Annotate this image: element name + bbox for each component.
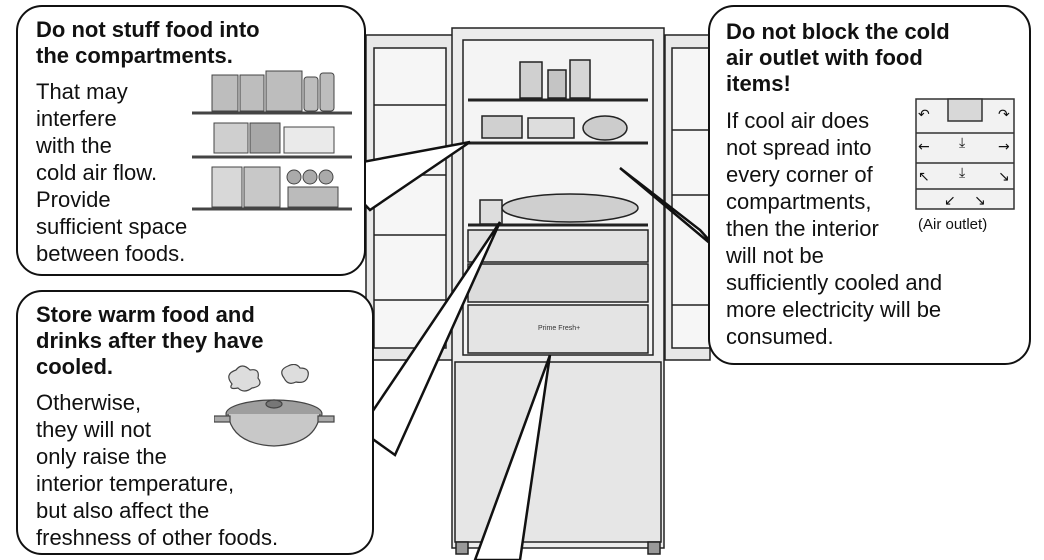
note-warm-title-line2: drinks after they have (36, 328, 264, 353)
note-warm-body-line: freshness of other foods. (36, 525, 279, 550)
note-outlet-title-line1: Do not block the cold (726, 19, 950, 44)
note-stuff-body-line: sufficient space (36, 214, 188, 239)
note-outlet-body-line: then the interior (726, 216, 879, 241)
arrow-icon: ↙ (944, 193, 956, 209)
arrow-icon: ⤓ (959, 135, 965, 151)
note-outlet-body-line: not spread into (726, 135, 872, 160)
note-warm-title-line1: Store warm food and (36, 302, 255, 327)
note-warm-title-line3: cooled. (36, 354, 114, 379)
drawer-label: Prime Fresh+ (538, 325, 580, 332)
arrow-icon: ↶ (918, 107, 930, 123)
note-stuff-title-line2: the compartments. (36, 43, 233, 68)
note-outlet-title-line2: air outlet with food (726, 45, 923, 70)
note-stuff-food: Do not stuff food into the compartments.… (16, 5, 366, 276)
note-outlet-body-line: If cool air does (726, 108, 870, 133)
note-stuff-body-line: That may (36, 79, 128, 104)
drawer-3 (467, 304, 649, 354)
note-stuff-body-line: cold air flow. (36, 160, 158, 185)
note-warm-body-line: interior temperature, (36, 471, 235, 496)
drawer-2 (467, 263, 649, 303)
note-outlet-body-line: consumed. (726, 324, 834, 349)
note-stuff-body-line: between foods. (36, 241, 186, 266)
note-warm-food: Store warm food and drinks after they ha… (16, 290, 374, 555)
note-stuff-body-line: with the (36, 133, 112, 158)
air-outlet-caption: (Air outlet) (918, 216, 988, 233)
drawer-1 (467, 229, 649, 263)
note-outlet-body-line: more electricity will be (726, 297, 942, 322)
note-warm-body-line: but also affect the (36, 498, 210, 523)
arrow-icon: → (998, 139, 1010, 155)
note-warm-body-line: only raise the (36, 444, 167, 469)
pointer-drawer (473, 354, 552, 560)
note-outlet-title-line3: items! (726, 71, 791, 96)
arrow-icon: ↘ (974, 193, 986, 209)
note-outlet-body-line: compartments, (726, 189, 872, 214)
arrow-icon: ↷ (998, 107, 1010, 123)
hot-pot-illustration (214, 364, 335, 447)
pointer-warm (358, 221, 502, 457)
air-outlet-diagram: ↶ ↷ ⤓ ← → ⤓ ↖ ↘ ↙ ↘ (915, 98, 1015, 210)
note-stuff-body-line: interfere (36, 106, 117, 131)
note-warm-body-line: Otherwise, (36, 390, 142, 415)
arrow-icon: ↘ (998, 169, 1010, 185)
arrow-icon: ← (918, 139, 930, 155)
crowded-shelves-illustration (192, 70, 352, 211)
note-stuff-body-line: Provide (36, 187, 111, 212)
freezer-door (454, 361, 662, 543)
note-outlet-body-line: will not be (726, 243, 824, 268)
arrow-icon: ↖ (918, 169, 930, 185)
note-stuff-title-line1: Do not stuff food into (36, 17, 260, 42)
note-outlet-body-line: sufficiently cooled and (726, 270, 943, 295)
note-outlet-body-line: every corner of (726, 162, 873, 187)
arrow-icon: ⤓ (959, 165, 965, 181)
note-air-outlet: Do not block the cold air outlet with fo… (708, 5, 1031, 365)
note-warm-body-line: they will not (36, 417, 151, 442)
